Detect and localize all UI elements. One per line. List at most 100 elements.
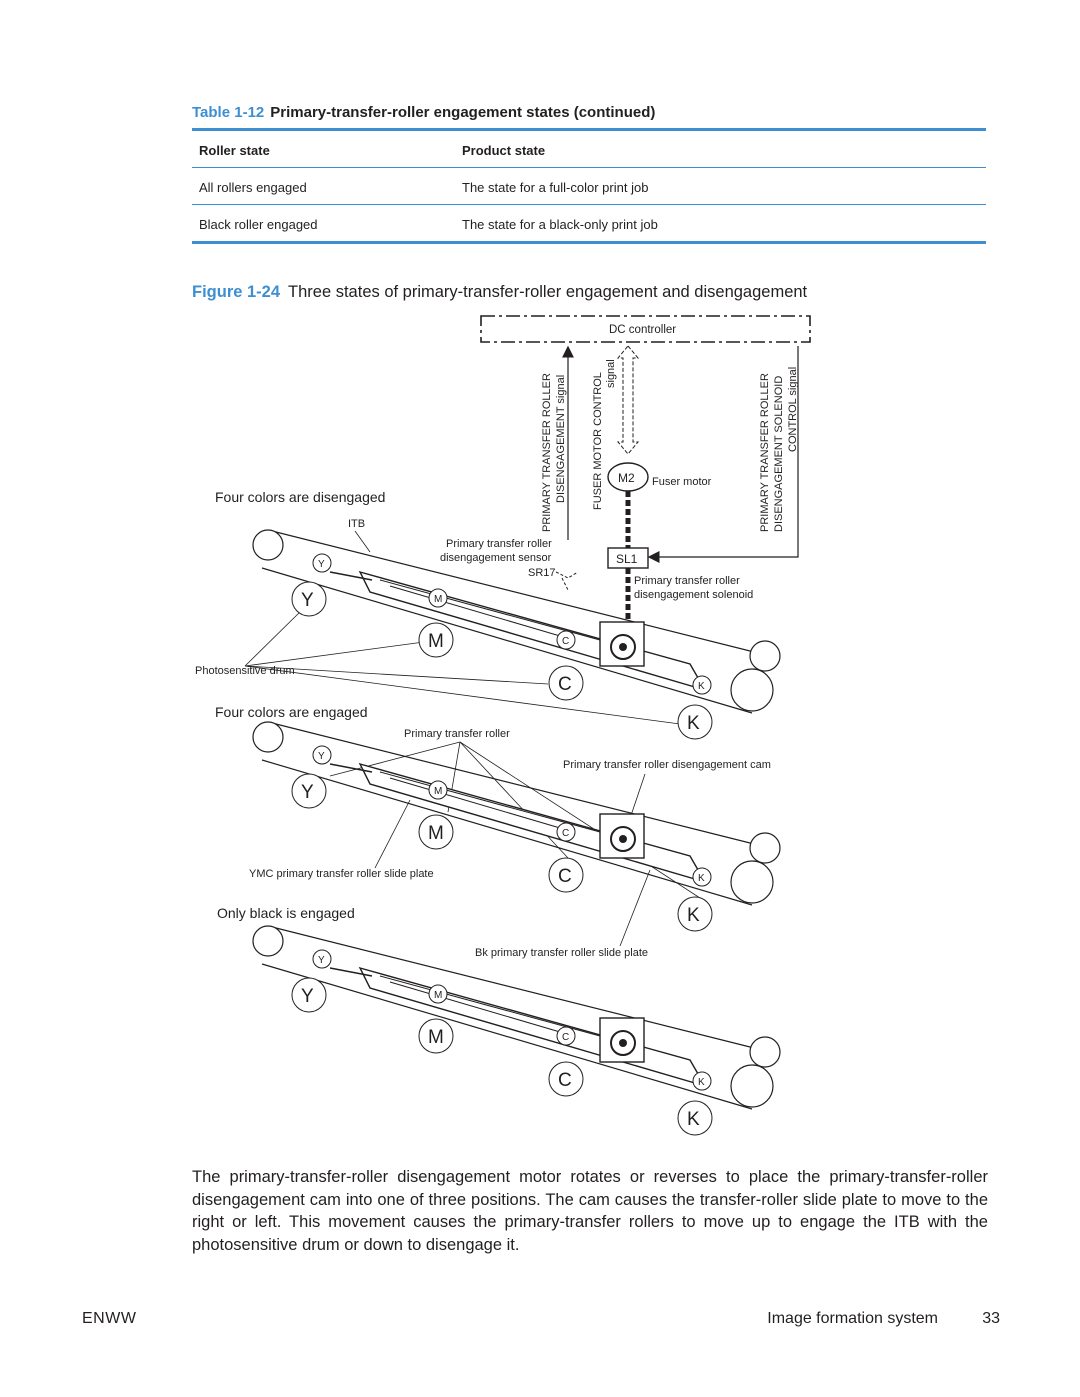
sensor-label-2: disengagement sensor (440, 552, 552, 564)
ymc-slide-plate-label: YMC primary transfer roller slide plate (249, 868, 434, 880)
signal-left-label-2: DISENGAGEMENT signal (555, 375, 567, 503)
transfer-roller-m (428, 984, 448, 1004)
column-header-product-state: Product state (462, 143, 546, 158)
figure-caption: Figure 1-24 Three states of primary-trans… (192, 283, 1012, 302)
table-title: Primary-transfer-roller engagement state… (270, 104, 656, 121)
belt-end-roller-left (252, 529, 284, 561)
table-top-rule (192, 128, 986, 131)
roller-link (329, 571, 373, 581)
solenoid-label-1: Primary transfer roller (634, 575, 740, 587)
belt-end-roller-left (252, 721, 284, 753)
signal-right-label-2: DISENGAGEMENT SOLENOID (773, 376, 785, 532)
transfer-roller-label-y: Y (318, 955, 325, 966)
itb-belt (261, 721, 763, 906)
transfer-roller-label-c: C (562, 636, 569, 647)
photosensitive-drum-y (291, 581, 327, 617)
drum-label-y: Y (301, 986, 314, 1007)
drum-label-c: C (558, 866, 572, 887)
slide-plate-detail (379, 771, 601, 833)
state-3-title: Only black is engaged (217, 905, 355, 921)
belt-end-roller-right (749, 1036, 781, 1068)
transfer-roller-label-c: C (562, 1032, 569, 1043)
fuser-motor-label: Fuser motor (652, 476, 712, 488)
drum-label-k: K (687, 905, 700, 926)
m2-label: M2 (618, 471, 635, 485)
slide-plate-detail (379, 975, 601, 1037)
transfer-roller-label-m: M (434, 594, 442, 605)
slide-plate (358, 762, 707, 884)
photosensitive-drum-c (548, 665, 584, 701)
column-header-roller-state: Roller state (199, 143, 270, 158)
itb-label: ITB (348, 518, 365, 530)
transfer-roller-label-k: K (698, 1077, 705, 1088)
table-row: All rollers engaged The state for a full… (192, 168, 986, 204)
photosensitive-drum-k (677, 704, 713, 740)
slide-plate (358, 966, 707, 1088)
state-2-title: Four colors are engaged (215, 704, 368, 720)
itb-belt (261, 529, 763, 714)
transfer-roller-c (556, 1026, 576, 1046)
signal-mid-label-2: signal (605, 359, 617, 388)
photosensitive-drum-label: Photosensitive drum (195, 665, 295, 677)
photosensitive-drum-c (548, 1061, 584, 1097)
cam-hub (619, 1039, 627, 1047)
drum-label-y: Y (301, 782, 314, 803)
transfer-roller-y (312, 553, 332, 573)
belt-drive-roller (730, 1064, 774, 1108)
figure-title: Three states of primary-transfer-roller … (288, 283, 808, 301)
state-1-title: Four colors are disengaged (215, 489, 385, 505)
roller-link (329, 763, 373, 773)
table-caption: Table 1-12 Primary-transfer-roller engage… (192, 104, 992, 121)
engagement-states-table: Roller state Product state All rollers e… (192, 128, 986, 244)
transfer-roller-m (428, 780, 448, 800)
transfer-roller-label-m: M (434, 990, 442, 1001)
drum-label-y: Y (301, 590, 314, 611)
photosensitive-drum-k (677, 896, 713, 932)
transfer-roller-m (428, 588, 448, 608)
body-paragraph: The primary-transfer-roller disengagemen… (192, 1168, 988, 1255)
belt-drive-roller (730, 668, 774, 712)
table-bottom-rule (192, 241, 986, 244)
primary-transfer-roller-label: Primary transfer roller (404, 728, 510, 740)
table-cell: The state for a full-color print job (462, 180, 649, 195)
signal-left-label-1: PRIMARY TRANSFER ROLLER (541, 373, 553, 532)
transfer-roller-c (556, 630, 576, 650)
drum-label-m: M (428, 631, 444, 652)
photosensitive-drum-y (291, 977, 327, 1013)
belt-end-roller-right (749, 832, 781, 864)
dc-controller-label: DC controller (609, 324, 676, 336)
footer-enww: ENWW (82, 1310, 137, 1327)
drum-label-c: C (558, 1070, 572, 1091)
table-number: Table 1-12 (192, 104, 265, 121)
sensor-label-1: Primary transfer roller (446, 538, 552, 550)
belt-end-roller-left (252, 925, 284, 957)
transfer-roller-label-k: K (698, 681, 705, 692)
sr17-label: SR17 (528, 567, 556, 579)
belt-drive-roller (730, 860, 774, 904)
transfer-roller-k (692, 675, 712, 695)
figure-number: Figure 1-24 (192, 283, 281, 301)
photosensitive-drum-m (418, 622, 454, 658)
table-rule (192, 204, 986, 205)
transfer-roller-k (692, 867, 712, 887)
cam-label: Primary transfer roller disengagement ca… (563, 759, 771, 771)
photosensitive-drum-m (418, 814, 454, 850)
itb-leader (354, 530, 371, 553)
transfer-roller-k (692, 1071, 712, 1091)
bk-slide-plate-label: Bk primary transfer roller slide plate (475, 947, 648, 959)
sensor-sr17 (555, 571, 579, 591)
cam-hub (619, 835, 627, 843)
transfer-roller-label-y: Y (318, 751, 325, 762)
transfer-roller-y (312, 745, 332, 765)
slide-plate-detail (379, 579, 601, 641)
transfer-roller-y (312, 949, 332, 969)
signal-mid-label-1: FUSER MOTOR CONTROL (592, 372, 604, 510)
solenoid-label-2: disengagement solenoid (634, 589, 753, 601)
itb-belt (261, 925, 763, 1110)
roller-engagement-diagram: DC controller PRIMARY TRANSFER ROLLER DI… (195, 315, 811, 1136)
solenoid-control-signal-line (647, 346, 799, 563)
transfer-roller-label-k: K (698, 873, 705, 884)
